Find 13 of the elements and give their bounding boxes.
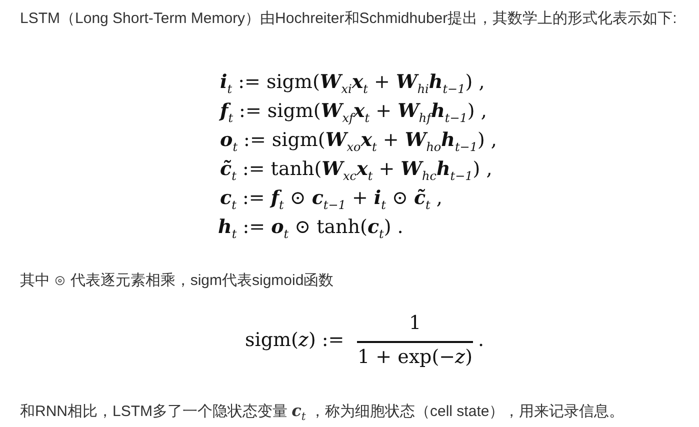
fraction-numerator: 1 — [408, 311, 422, 335]
note-text: 和RNN相比，LSTM多了一个隐状态变量 c$_{t}$ ，称为细胞状态（cell state），用来记录信息。 — [20, 400, 626, 425]
formula-period: . — [478, 328, 484, 352]
equation: o$_{t}$ := sigm(W$_{xo}$x$_{t}$ + W$_{ho}$h$_{t−1}$) , — [220, 128, 497, 156]
equation: c̃$_{t}$ := tanh(W$_{xc}$x$_{t}$ + W$_{hc}$h$_{t−1}$) , — [220, 157, 492, 185]
equation: i$_{t}$ := sigm(W$_{xi}$x$_{t}$ + W$_{hi}$h$_{t−1}$) , — [220, 70, 485, 98]
equation: h$_{t}$ := o$_{t}$ ⊙ tanh(c$_{t}$) . — [218, 215, 404, 243]
formula-text: sigm(z) := — [245, 328, 344, 352]
equation: f$_{t}$ := sigm(W$_{xf}$x$_{t}$ + W$_{hf}$h$_{t−1}$) , — [220, 99, 487, 127]
equation: c$_{t}$ := f$_{t}$ ⊙ c$_{t−1}$ + i$_{t}$ ⊙ c̃$_{t}$ , — [220, 186, 442, 214]
fraction-denominator: 1 + exp(−z) — [356, 345, 474, 369]
intro-text: LSTM（Long Short-Term Memory）由Hochreiter和Schmidhuber提出，其数学上的形式化表示如下: — [20, 9, 678, 29]
note-text: 其中 ⊙ 代表逐元素相乘，sigm代表sigmoid函数 — [20, 271, 335, 291]
